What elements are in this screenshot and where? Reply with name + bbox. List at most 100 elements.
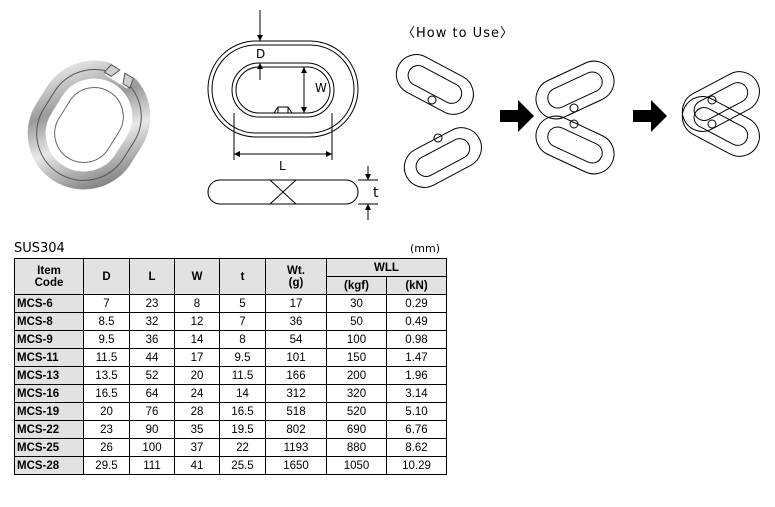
- cell-wll-kn: 10.29: [386, 456, 447, 475]
- cell-t: 11.5: [219, 366, 266, 385]
- cell-d: 29.5: [83, 456, 130, 475]
- cell-item-code: MCS-9: [14, 330, 84, 349]
- cell-w: 17: [174, 348, 220, 367]
- step1-link-top: [395, 54, 474, 115]
- cell-d: 20: [83, 402, 130, 421]
- cell-wll-kgf: 320: [326, 384, 387, 403]
- cell-wll-kgf: 30: [326, 294, 387, 313]
- header-kn: (kN): [386, 276, 447, 295]
- cell-t: 16.5: [219, 402, 266, 421]
- cell-l: 52: [129, 366, 175, 385]
- cell-l: 23: [129, 294, 175, 313]
- product-photo: [27, 60, 151, 190]
- cell-t: 5: [219, 294, 266, 313]
- cell-wll-kn: 6.76: [386, 420, 447, 439]
- header-weight: Wt. (g): [265, 258, 327, 295]
- cell-l: 90: [129, 420, 175, 439]
- header-t: t: [219, 258, 266, 295]
- cell-wll-kn: 5.10: [386, 402, 447, 421]
- cell-item-code: MCS-6: [14, 294, 84, 313]
- cell-wll-kn: 0.29: [386, 294, 447, 313]
- cell-wll-kgf: 880: [326, 438, 387, 457]
- cell-w: 20: [174, 366, 220, 385]
- header-w: W: [174, 258, 220, 295]
- how-to-use-title: 〈How to Use〉: [402, 26, 514, 41]
- cell-wll-kgf: 50: [326, 312, 387, 331]
- cell-l: 32: [129, 312, 175, 331]
- cell-wll-kgf: 690: [326, 420, 387, 439]
- cell-weight: 54: [265, 330, 327, 349]
- cell-wll-kn: 0.98: [386, 330, 447, 349]
- cell-wll-kgf: 200: [326, 366, 387, 385]
- cell-t: 14: [219, 384, 266, 403]
- cell-item-code: MCS-25: [14, 438, 84, 457]
- cell-w: 35: [174, 420, 220, 439]
- header-item-code: Item Code: [14, 258, 84, 295]
- cell-w: 12: [174, 312, 220, 331]
- cell-wll-kn: 1.96: [386, 366, 447, 385]
- how-to-use-illustration: [395, 54, 760, 188]
- cell-weight: 166: [265, 366, 327, 385]
- header-wll: WLL: [326, 258, 447, 277]
- cell-d: 8.5: [83, 312, 130, 331]
- cell-d: 16.5: [83, 384, 130, 403]
- cell-weight: 36: [265, 312, 327, 331]
- cell-t: 19.5: [219, 420, 266, 439]
- unit-label: (mm): [410, 242, 441, 255]
- cell-w: 24: [174, 384, 220, 403]
- cell-d: 11.5: [83, 348, 130, 367]
- cell-weight: 1193: [265, 438, 327, 457]
- dimension-drawing: D W L t: [207, 10, 379, 220]
- cell-w: 41: [174, 456, 220, 475]
- cell-weight: 101: [265, 348, 327, 367]
- cell-item-code: MCS-11: [14, 348, 84, 367]
- step1-link-bottom: [403, 127, 482, 188]
- cell-wll-kgf: 1050: [326, 456, 387, 475]
- cell-wll-kn: 3.14: [386, 384, 447, 403]
- cell-w: 14: [174, 330, 220, 349]
- cell-w: 8: [174, 294, 220, 313]
- cell-d: 13.5: [83, 366, 130, 385]
- cell-weight: 17: [265, 294, 327, 313]
- spec-table: Item Code D L W t Wt. (g) WLL (kgf) (kN)…: [14, 258, 447, 475]
- cell-l: 64: [129, 384, 175, 403]
- cell-item-code: MCS-22: [14, 420, 84, 439]
- dim-label-d: D: [256, 47, 265, 61]
- cell-t: 7: [219, 312, 266, 331]
- cell-item-code: MCS-13: [14, 366, 84, 385]
- cell-d: 23: [83, 420, 130, 439]
- dim-label-t: t: [373, 185, 379, 201]
- cell-weight: 518: [265, 402, 327, 421]
- cell-wll-kn: 1.47: [386, 348, 447, 367]
- header-d: D: [83, 258, 130, 295]
- header-kgf: (kgf): [326, 276, 387, 295]
- cell-t: 22: [219, 438, 266, 457]
- arrow-right-icon: [633, 100, 667, 132]
- cell-d: 7: [83, 294, 130, 313]
- cell-w: 37: [174, 438, 220, 457]
- cell-weight: 1650: [265, 456, 327, 475]
- cell-t: 25.5: [219, 456, 266, 475]
- cell-l: 36: [129, 330, 175, 349]
- header-l: L: [129, 258, 175, 295]
- cell-l: 76: [129, 402, 175, 421]
- cell-w: 28: [174, 402, 220, 421]
- cell-l: 100: [129, 438, 175, 457]
- cell-wll-kgf: 100: [326, 330, 387, 349]
- cell-weight: 312: [265, 384, 327, 403]
- arrow-right-icon: [500, 100, 534, 132]
- material-label: SUS304: [14, 241, 65, 256]
- cell-t: 9.5: [219, 348, 266, 367]
- cell-wll-kgf: 150: [326, 348, 387, 367]
- cell-wll-kgf: 520: [326, 402, 387, 421]
